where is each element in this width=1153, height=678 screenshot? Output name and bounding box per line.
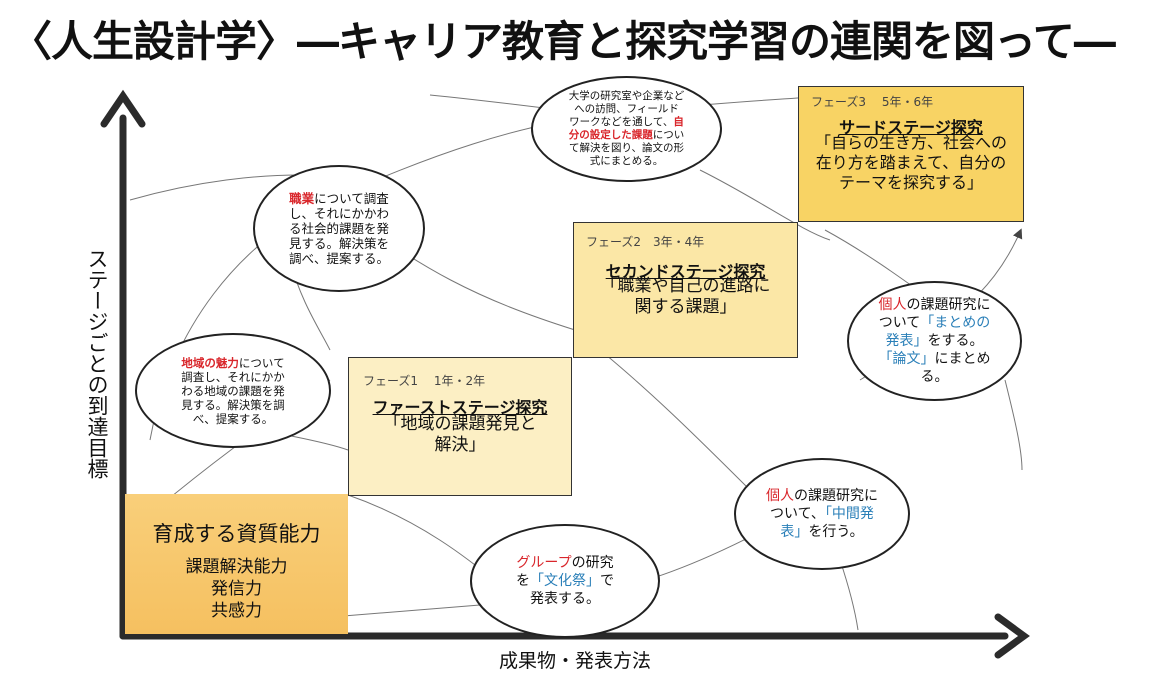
bubble-mid-emphasis: 個人 (766, 488, 794, 504)
phase-3-body-line: テーマを探究する」 (838, 173, 983, 192)
bubble-text: を行う。 (808, 524, 864, 540)
bubble-text: て解決を図り、論文の形 (568, 142, 685, 154)
y-axis-arrow-icon (100, 89, 146, 128)
bubble-text: の課題研究に (906, 297, 991, 313)
phase-1-body-line: 「地域の課題発見と (383, 414, 537, 434)
bubble-text: 発表する。 (530, 591, 600, 607)
phase-1-box: フェーズ1 1年・2年 ファーストステージ探究 「地域の課題発見と 解決」 (348, 357, 572, 496)
bubble-university-emphasis: 分の設定した課題 (568, 129, 653, 141)
bubble-text: 大学の研究室や企業など (568, 90, 685, 102)
quality-item: 課題解決能力 (185, 557, 288, 577)
bubble-text: をする。 (927, 333, 984, 349)
bubble-mid-highlight: 「中間発 (824, 506, 874, 522)
bubble-text: につい (652, 129, 685, 141)
phase-3-label: フェーズ3 5年・6年 (811, 95, 934, 109)
x-axis-label: 成果物・発表方法 (498, 650, 651, 672)
bubble-group: グループの研究 を「文化祭」で 発表する。 (470, 524, 660, 638)
phase-2-label: フェーズ2 3年・4年 (586, 235, 705, 249)
bubble-text: 見する。解決策を調 (181, 397, 285, 412)
bubble-final-highlight: 「まとめの (920, 315, 991, 331)
quality-item: 共感力 (211, 601, 262, 621)
quality-heading: 育成する資質能力 (152, 522, 321, 546)
page-title: 〈人生設計学〉―キャリア教育と探究学習の連関を図って― (10, 17, 1116, 66)
bubble-text: る。 (920, 369, 949, 385)
phase-2-body-line: 「職業や自己の進路に (600, 276, 771, 296)
bubble-text: ついて (878, 315, 921, 331)
bubble-text: 式にまとめる。 (589, 155, 664, 167)
bubble-group-emphasis: グループ (516, 555, 572, 571)
bubble-job: 職業について調査 し、それにかかわ る社会的課題を発 見する。解決策を 調べ、提… (253, 165, 425, 292)
bubble-mid-highlight: 表」 (780, 524, 809, 540)
phase-2-box: フェーズ2 3年・4年 セカンドステージ探究 「職業や自己の進路に 関する課題」 (573, 222, 798, 358)
phase-3-body-line: 「自らの生き方、社会への (814, 133, 1007, 152)
bubble-region: 地域の魅力について 調査し、それにかか わる地域の課題を発 見する。解決策を調 … (135, 333, 331, 448)
bubble-text: 見する。解決策を (288, 236, 389, 251)
bubble-text: を (516, 573, 530, 589)
bubble-text: ワークなどを通して、 (569, 116, 674, 128)
bubble-final-highlight: 発表」 (885, 333, 928, 349)
bubble-university: 大学の研究室や企業など への訪問、フィールド ワークなどを通して、自 分の設定し… (531, 76, 722, 182)
bubble-text: について (238, 355, 285, 370)
bubble-final-highlight: 「論文」 (878, 351, 935, 367)
phase-1-body-line: 解決」 (434, 435, 486, 455)
bubble-text: の研究 (571, 555, 614, 571)
bubble-text: 調べ、提案する。 (288, 251, 389, 266)
phase-1-label: フェーズ1 1年・2年 (363, 374, 486, 388)
bubble-text: にまとめ (934, 351, 991, 367)
bubble-final-presentation: 個人の課題研究に ついて「まとめの 発表」をする。 「論文」にまとめ る。 (847, 281, 1022, 401)
bubble-mid-presentation: 個人の課題研究に ついて、「中間発 表」を行う。 (734, 458, 910, 570)
phase-1-title: ファーストステージ探究 (372, 398, 548, 417)
bubble-text: べ、提案する。 (192, 411, 274, 426)
quality-box: 育成する資質能力 課題解決能力 発信力 共感力 (125, 494, 348, 634)
bubble-text: への訪問、フィールド (574, 103, 679, 115)
phase-3-body-line: 在り方を踏まえて、自分の (815, 153, 1007, 172)
bubble-region-emphasis: 地域の魅力 (181, 355, 239, 370)
bubble-text: について調査 (314, 191, 389, 206)
x-axis-arrow-icon (994, 613, 1030, 659)
phase-3-box: フェーズ3 5年・6年 サードステージ探究 「自らの生き方、社会への 在り方を踏… (798, 86, 1024, 222)
bubble-text: で (600, 573, 614, 589)
bubble-university-emphasis: 自 (673, 116, 684, 128)
bubble-group-highlight: 「文化祭」 (530, 573, 600, 589)
bubble-text: し、それにかかわ (288, 206, 389, 221)
phase-2-title: セカンドステージ探究 (605, 262, 766, 281)
bubble-text: る社会的課題を発 (288, 221, 389, 236)
phase-2-body-line: 関する課題」 (634, 297, 737, 317)
phase-3-title: サードステージ探究 (839, 118, 983, 137)
quality-item: 発信力 (211, 579, 262, 599)
bubble-text: わる地域の課題を発 (181, 383, 285, 398)
bubble-final-emphasis: 個人 (878, 297, 907, 313)
bubble-text: ついて、 (770, 506, 825, 522)
y-axis-label: ステージごとの到達目標 (85, 248, 109, 479)
bubble-job-emphasis: 職業 (289, 191, 315, 206)
bubble-text: の課題研究に (794, 488, 878, 504)
bubble-text: 調査し、それにかか (181, 369, 285, 384)
